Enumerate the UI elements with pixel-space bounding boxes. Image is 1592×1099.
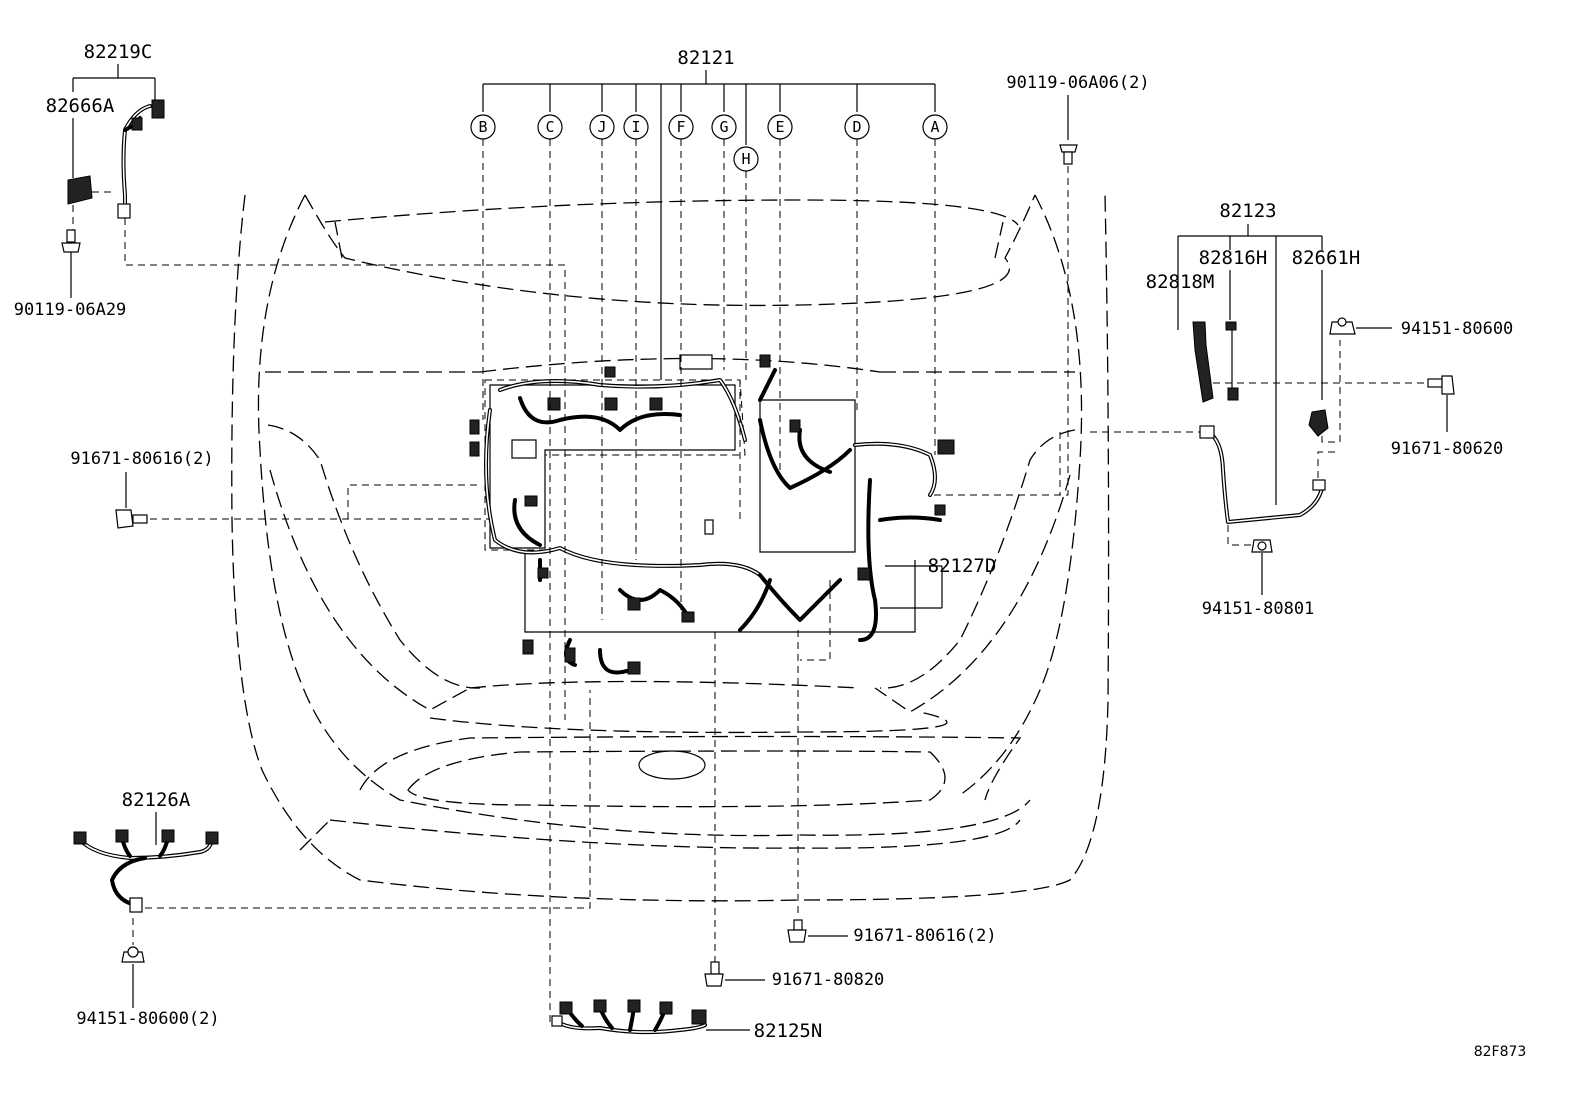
part-94151-80801-label: 94151-80801 — [1202, 599, 1315, 619]
callout-E: E — [767, 114, 793, 140]
part-82816H-label: 82816H — [1199, 247, 1268, 269]
bolt-icon — [61, 229, 81, 253]
nut-icon — [1251, 539, 1273, 553]
svg-text:E: E — [775, 118, 784, 136]
diagram-reference-code: 82F873 — [1474, 1044, 1527, 1060]
part-82661H-label: 82661H — [1292, 247, 1361, 269]
svg-text:C: C — [545, 118, 554, 136]
bolt-icon — [115, 509, 148, 529]
part-91671-80620-label: 91671-80620 — [1391, 439, 1504, 459]
part-82126A-group: 82126A 94151-80600(2) — [73, 690, 591, 1029]
callout-D: D — [844, 114, 870, 140]
callout-H: H — [733, 146, 759, 172]
callout-C: C — [537, 114, 563, 140]
part-82123-label: 82123 — [1219, 200, 1276, 222]
part-82125N-label: 82125N — [754, 1020, 823, 1042]
part-94151-80600-label: 94151-80600 — [1401, 319, 1514, 339]
svg-text:H: H — [741, 150, 750, 168]
vehicle-outline — [231, 194, 1110, 902]
svg-text:B: B — [478, 118, 487, 136]
part-82125N-group: 82125N — [551, 999, 823, 1042]
part-82818M-label: 82818M — [1146, 271, 1215, 293]
part-91671-80820-label: 91671-80820 — [772, 970, 885, 990]
part-82127D-group: 82127D — [880, 555, 997, 609]
part-90119-06A06-label: 90119-06A06(2) — [1006, 73, 1149, 93]
nut-icon — [121, 946, 145, 963]
part-94151-80600-2-label: 94151-80600(2) — [76, 1009, 219, 1029]
callout-F: F — [668, 114, 694, 140]
part-82121-label: 82121 — [677, 47, 734, 69]
svg-text:G: G — [719, 118, 728, 136]
svg-text:I: I — [631, 118, 640, 136]
part-90119-06A06-group: 90119-06A06(2) — [930, 73, 1150, 496]
nut-icon — [1329, 317, 1356, 335]
svg-text:D: D — [852, 118, 861, 136]
part-91671-80616-left-group: 91671-80616(2) — [70, 449, 490, 529]
bolt-icon — [787, 919, 807, 943]
part-82219C-group: 82219C 82666A 90119-06A29 — [14, 41, 566, 720]
part-91671-80820-group: 91671-80820 — [704, 632, 885, 990]
part-90119-06A29-label: 90119-06A29 — [14, 300, 127, 320]
part-91671-80616-bottom-label: 91671-80616(2) — [853, 926, 996, 946]
part-82219C-label: 82219C — [84, 41, 153, 63]
callout-I: I — [623, 114, 649, 140]
part-82666A-label: 82666A — [46, 95, 115, 117]
part-82123-group: 82123 82816H 82661H 82818M 94151-80600 — [1090, 200, 1513, 619]
callout-G: G — [711, 114, 737, 140]
harness-82121-group: 82121 B C J I F G H E D A — [470, 47, 948, 1025]
bolt-icon — [1427, 375, 1455, 395]
bolt-icon — [704, 961, 724, 987]
part-82126A-label: 82126A — [122, 789, 191, 811]
callout-B: B — [470, 114, 496, 140]
callout-J: J — [589, 114, 615, 140]
svg-text:J: J — [597, 118, 606, 136]
engine-bay-harness — [469, 354, 955, 675]
part-91671-80616-bottom-group: 91671-80616(2) — [787, 580, 997, 946]
callout-A: A — [922, 114, 948, 140]
svg-text:F: F — [676, 118, 685, 136]
part-91671-80616-left-label: 91671-80616(2) — [70, 449, 213, 469]
bolt-icon — [1059, 144, 1078, 165]
svg-text:A: A — [930, 118, 939, 136]
part-82127D-label: 82127D — [928, 555, 997, 577]
